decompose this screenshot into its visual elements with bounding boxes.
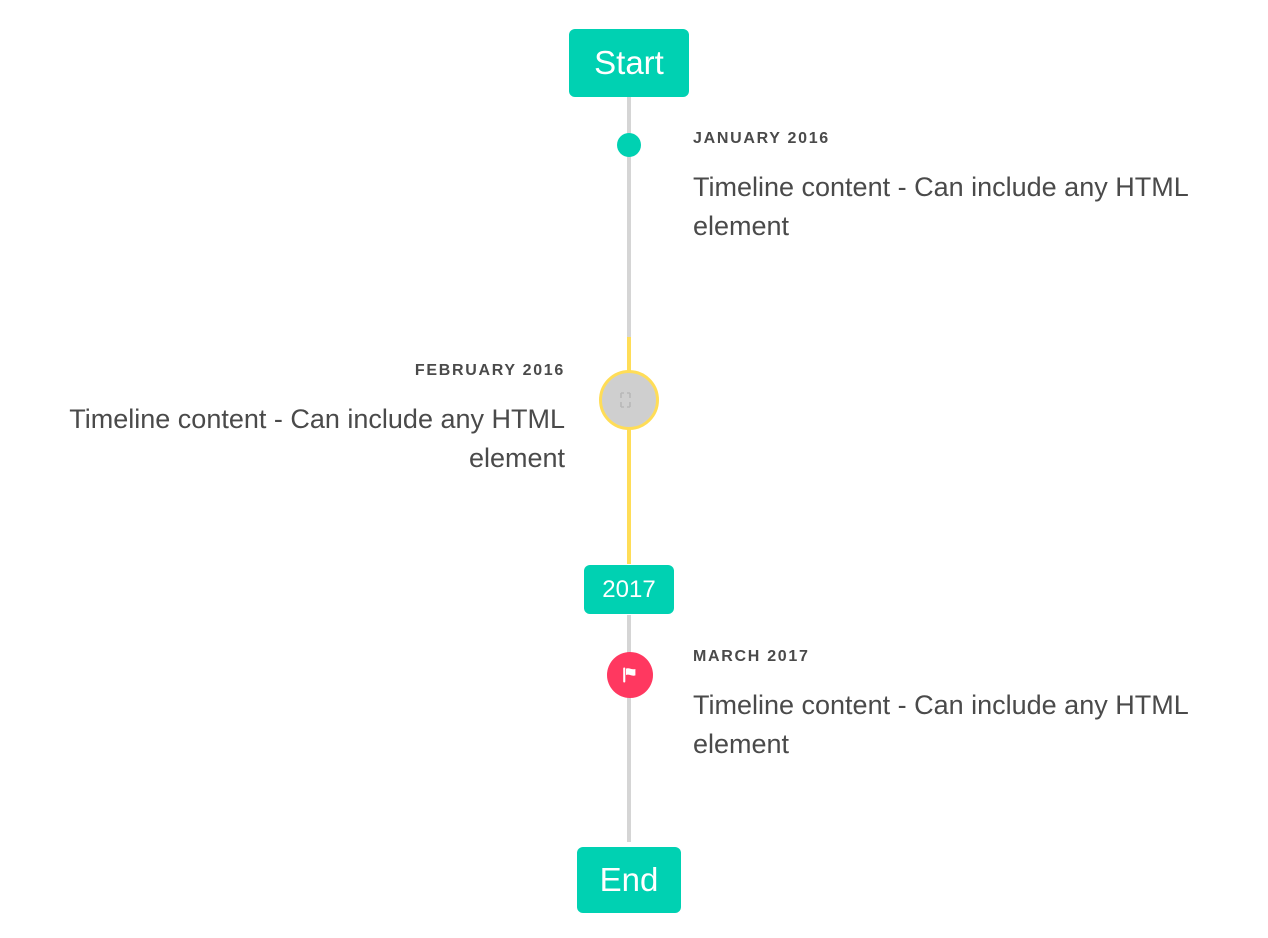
timeline-header-start[interactable]: Start xyxy=(569,29,689,97)
timeline-item-march: MARCH 2017 Timeline content - Can includ… xyxy=(693,648,1223,764)
timeline-item-heading: MARCH 2017 xyxy=(693,648,810,665)
broken-image-icon xyxy=(620,392,631,408)
timeline-line-segment-yellow-lower xyxy=(627,424,631,564)
timeline-line-segment-yellow-upper xyxy=(627,337,631,376)
timeline-period-marker-2017[interactable]: 2017 xyxy=(584,565,674,614)
timeline-header-start-label: Start xyxy=(594,44,664,81)
timeline-footer-end-label: End xyxy=(599,861,659,898)
timeline-marker-february[interactable] xyxy=(599,370,659,430)
timeline-item-january: JANUARY 2016 Timeline content - Can incl… xyxy=(693,130,1223,246)
timeline-item-february: FEBRUARY 2016 Timeline content - Can inc… xyxy=(40,362,565,478)
timeline-item-body: Timeline content - Can include any HTML … xyxy=(693,171,1188,241)
timeline-footer-end[interactable]: End xyxy=(577,847,681,913)
timeline-line-segment-gray-top xyxy=(627,95,631,337)
timeline-item-body: Timeline content - Can include any HTML … xyxy=(693,689,1188,759)
timeline-line-segment-gray-bottom xyxy=(627,615,631,842)
timeline-marker-march[interactable] xyxy=(607,652,653,698)
timeline-marker-january[interactable] xyxy=(617,133,641,157)
timeline-period-marker-label: 2017 xyxy=(602,575,656,603)
timeline-item-body: Timeline content - Can include any HTML … xyxy=(69,403,565,473)
flag-icon xyxy=(623,667,636,683)
timeline-item-heading: JANUARY 2016 xyxy=(693,130,830,147)
timeline-item-heading: FEBRUARY 2016 xyxy=(414,362,565,379)
